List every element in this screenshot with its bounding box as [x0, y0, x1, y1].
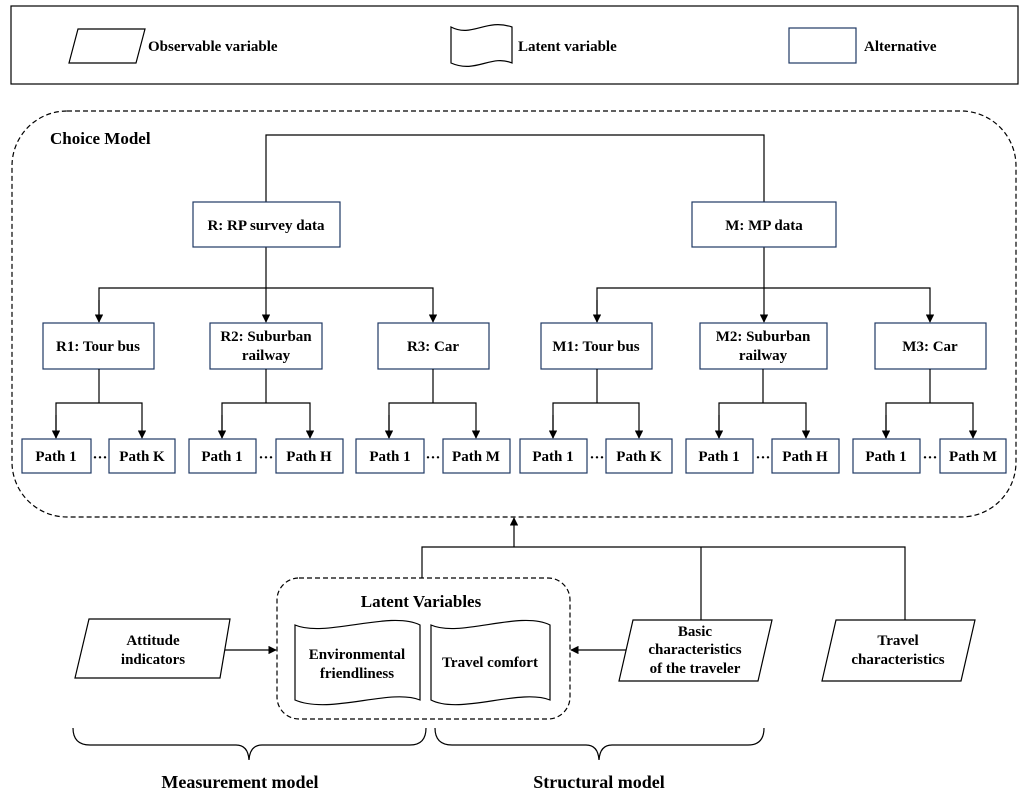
- m2-path-group: Path 1 ··· Path H: [685, 369, 840, 474]
- m3-path-last: [939, 438, 1007, 474]
- alternative-legend-icon: [788, 27, 857, 64]
- env-line1: Environmental: [309, 647, 405, 663]
- m2-label-line1: M2: Suburban: [716, 329, 811, 345]
- m2-path-last: [771, 438, 840, 474]
- latent-variable-legend-icon: [450, 24, 513, 67]
- r1-path-1-label: Path 1: [35, 449, 76, 465]
- structural-connectors: [221, 517, 906, 655]
- r3-car-label: R3: Car: [407, 339, 459, 355]
- m3-car-label: M3: Car: [902, 339, 958, 355]
- r3-path-1: [355, 438, 425, 474]
- m3-path-last-label: Path M: [949, 449, 997, 465]
- observable-variable-legend-label: Observable variable: [148, 39, 278, 55]
- legend: Observable variable Latent variable Alte…: [10, 5, 1019, 85]
- m1-path-1: [519, 438, 588, 474]
- r3-path-last: [442, 438, 511, 474]
- r1-path-last: [108, 438, 176, 474]
- root-connector: [265, 134, 765, 202]
- structural-model-brace: [434, 727, 765, 761]
- env-line2: friendliness: [320, 666, 394, 682]
- attitude-line1: Attitude: [126, 633, 180, 649]
- measurement-model-label: Measurement model: [161, 772, 318, 792]
- attitude-indicators-node: [74, 618, 231, 679]
- r1-path-group: Path 1 ··· Path K: [21, 369, 176, 474]
- m2-path-1: [685, 438, 754, 474]
- r3-path-last-label: Path M: [452, 449, 500, 465]
- choice-model-section: Choice Model R: RP survey data M: MP dat…: [11, 110, 1017, 518]
- travel-characteristics-node: [821, 619, 976, 682]
- travel-comfort-label: Travel comfort: [442, 655, 538, 671]
- m1-path-group: Path 1 ··· Path K: [519, 369, 673, 474]
- r3-car-node: [377, 322, 490, 370]
- choice-model-frame: [11, 110, 1017, 518]
- basic-line3: of the traveler: [650, 661, 741, 677]
- mp-data-label: M: MP data: [725, 218, 803, 234]
- m3-path-1-label: Path 1: [865, 449, 906, 465]
- environmental-friendliness-node: [294, 619, 421, 706]
- m3-path-group: Path 1 ··· Path M: [852, 369, 1007, 474]
- m2-path-1-label: Path 1: [698, 449, 739, 465]
- m3-car-node: [874, 322, 987, 370]
- basic-line2: characteristics: [648, 642, 741, 658]
- r1-path-1: [21, 438, 92, 474]
- m3-path-1: [852, 438, 921, 474]
- m2-label-line2: railway: [739, 348, 788, 364]
- m2-ellipsis: ···: [755, 450, 770, 466]
- r2-label-line2: railway: [242, 348, 291, 364]
- structural-model-label: Structural model: [533, 772, 664, 792]
- latent-variables-title: Latent Variables: [361, 592, 482, 611]
- r3-path-1-label: Path 1: [369, 449, 410, 465]
- m1-tour-bus-label: M1: Tour bus: [552, 339, 639, 355]
- travel-line1: Travel: [877, 633, 918, 649]
- r2-path-last-label: Path H: [286, 449, 332, 465]
- m1-path-last-label: Path K: [616, 449, 662, 465]
- mp-data-node: [691, 201, 837, 248]
- r3-path-group: Path 1 ··· Path M: [355, 369, 511, 474]
- top-bus-connector: [421, 546, 906, 620]
- m1-tour-bus-node: [540, 322, 653, 370]
- rp-survey-data-label: R: RP survey data: [207, 218, 325, 234]
- m2-path-last-label: Path H: [782, 449, 828, 465]
- choice-model-title: Choice Model: [50, 129, 151, 148]
- m3-ellipsis: ···: [922, 450, 937, 466]
- alternative-legend-label: Alternative: [864, 39, 937, 55]
- latent-variables-frame: [276, 577, 571, 720]
- r2-path-last: [275, 438, 344, 474]
- r1-tour-bus-label: R1: Tour bus: [56, 339, 140, 355]
- basic-line1: Basic: [678, 624, 713, 640]
- r2-path-group: Path 1 ··· Path H: [188, 369, 344, 474]
- r2-label-line1: R2: Suburban: [220, 329, 312, 345]
- r3-ellipsis: ···: [425, 450, 440, 466]
- latent-variables-section: Latent Variables Environmental friendlin…: [276, 577, 571, 720]
- m1-path-last: [605, 438, 673, 474]
- m2-suburban-railway-node: [699, 322, 828, 370]
- r2-path-1: [188, 438, 257, 474]
- observable-variable-legend-icon: [68, 28, 146, 64]
- basic-characteristics-node: [618, 619, 773, 682]
- measurement-model-brace: [72, 727, 427, 761]
- attitude-line2: indicators: [121, 652, 185, 668]
- m1-ellipsis: ···: [589, 450, 604, 466]
- r2-path-1-label: Path 1: [201, 449, 242, 465]
- r2-ellipsis: ···: [258, 450, 273, 466]
- r1-ellipsis: ···: [92, 450, 107, 466]
- m1-path-1-label: Path 1: [532, 449, 573, 465]
- travel-comfort-node: [430, 619, 551, 706]
- latent-variable-legend-label: Latent variable: [518, 39, 617, 55]
- rp-survey-data-node: [192, 201, 341, 248]
- r1-path-last-label: Path K: [119, 449, 165, 465]
- travel-line2: characteristics: [851, 652, 944, 668]
